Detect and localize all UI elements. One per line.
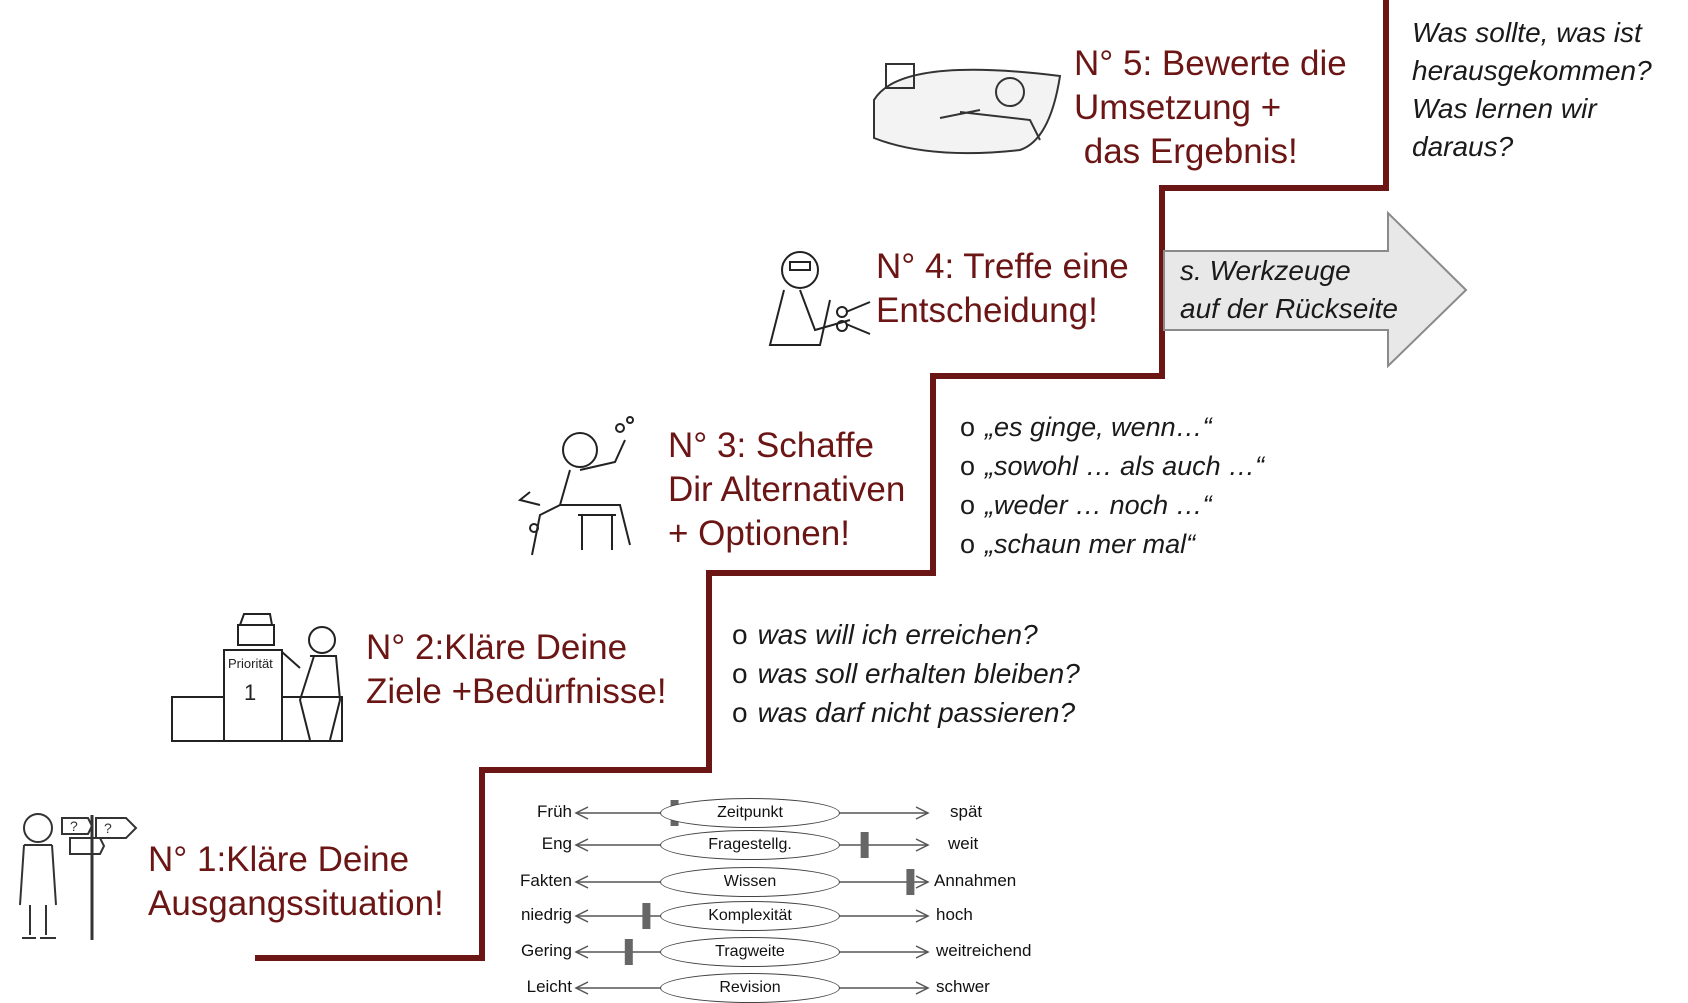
podium-label: Priorität (228, 656, 273, 671)
sleeping-man-icon (873, 63, 1062, 155)
slider-center-label: Zeitpunkt (660, 798, 840, 828)
note-line: Was sollte, was ist (1412, 17, 1642, 48)
slider-left-label: Gering (520, 941, 572, 960)
step-3-notes: o„es ginge, wenn…“ o„sowohl … als auch …… (960, 408, 1264, 564)
slider-right-label: Annahmen (934, 871, 1017, 890)
step-5-title: N° 5: Bewerte die Umsetzung + das Ergebn… (1074, 44, 1347, 171)
note-item: o„schaun mer mal“ (960, 529, 1196, 559)
juggler-icon (517, 416, 634, 556)
scissors-man-icon (768, 251, 871, 346)
note-item: o„sowohl … als auch …“ (960, 451, 1265, 481)
slider-right-label: spät (950, 802, 983, 821)
slider-right-label: schwer (936, 977, 990, 996)
step-3-title: N° 3: Schaffe Dir Alternativen + Optione… (668, 426, 906, 553)
podium-number: 1 (244, 680, 256, 705)
step-4-title: N° 4: Treffe eine Entscheidung! (876, 247, 1129, 330)
step-1-title: N° 1:Kläre Deine Ausgangssituation! (148, 840, 444, 923)
slider-center-label: Fragestellg. (660, 830, 840, 860)
priority-podium-icon (171, 613, 343, 742)
slider-arrowhead-left (574, 838, 589, 852)
slider-center-label: Wissen (660, 867, 840, 897)
step-5-notes: Was sollte, was ist herausgekommen? Was … (1412, 14, 1652, 166)
arrow-text-line: s. Werkzeuge (1180, 255, 1351, 286)
slider-center-label: Tragweite (660, 937, 840, 967)
slider-arrowhead-right (915, 806, 930, 820)
slider-marker (624, 939, 633, 965)
note-line: daraus? (1412, 131, 1514, 162)
note-line: Was lernen wir (1412, 93, 1597, 124)
tools-arrow (1163, 210, 1468, 369)
step-2-title: N° 2:Kläre Deine Ziele +Bedürfnisse! (366, 628, 667, 711)
slider-left-label: niedrig (520, 905, 572, 924)
slider-left-label: Eng (541, 834, 572, 853)
slider-left-label: Fakten (520, 871, 572, 890)
svg-text:?: ? (70, 818, 78, 834)
slider-marker (906, 869, 915, 895)
slider-marker (642, 903, 651, 929)
note-line: herausgekommen? (1412, 55, 1652, 86)
slider-arrowhead-right (915, 909, 930, 923)
slider-arrowhead-left (574, 909, 589, 923)
slider-left-label: Früh (537, 802, 572, 821)
note-item: o„es ginge, wenn…“ (960, 412, 1212, 442)
slider-right-label: weit (948, 834, 979, 853)
slider-arrowhead-left (574, 806, 589, 820)
slider-arrowhead-left (574, 875, 589, 889)
svg-text:?: ? (104, 820, 112, 836)
slider-arrowhead-right (915, 981, 930, 995)
slider-right-label: weitreichend (936, 941, 1032, 960)
slider-arrowhead-right (915, 945, 930, 959)
slider-marker (860, 832, 869, 858)
signpost-thinker-icon: ? ? (19, 813, 138, 940)
arrow-text: s. Werkzeuge auf der Rückseite (1180, 252, 1398, 328)
arrow-text-line: auf der Rückseite (1180, 293, 1398, 324)
slider-arrowhead-right (915, 875, 930, 889)
staircase-line (255, 0, 1389, 961)
slider-arrowhead-left (574, 981, 589, 995)
slider-right-label: hoch (936, 905, 973, 924)
slider-arrowhead-left (574, 945, 589, 959)
slider-center-label: Revision (660, 973, 840, 1003)
slider-center-label: Komplexität (660, 901, 840, 931)
note-item: o„weder … noch …“ (960, 490, 1212, 520)
slider-left-label: Leicht (526, 977, 572, 996)
slider-arrowhead-right (915, 838, 930, 852)
